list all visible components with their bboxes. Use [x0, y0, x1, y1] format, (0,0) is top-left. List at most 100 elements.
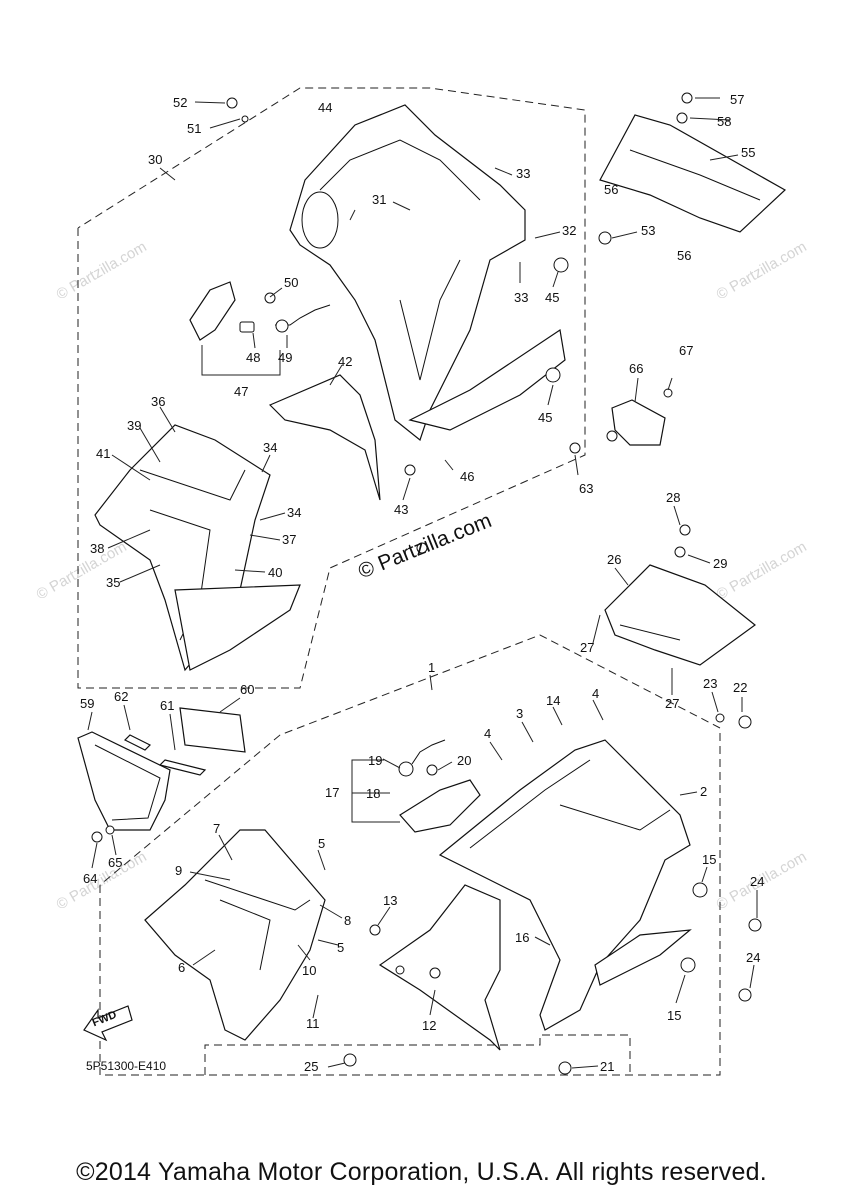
callout-41: 41: [96, 446, 110, 461]
callout-24: 24: [750, 874, 764, 889]
callout-13: 13: [383, 893, 397, 908]
callout-38: 38: [90, 541, 104, 556]
callout-27: 27: [665, 696, 679, 711]
assembly-boundaries: [77, 87, 721, 1076]
watermark-text: © Partzilla.com: [714, 238, 810, 303]
callout-8: 8: [344, 913, 351, 928]
callout-20: 20: [457, 753, 471, 768]
callout-23: 23: [703, 676, 717, 691]
callout-17: 17: [325, 785, 339, 800]
callout-1: 1: [428, 660, 435, 675]
callout-15: 15: [667, 1008, 681, 1023]
callout-65: 65: [108, 855, 122, 870]
bracket-part: [606, 399, 666, 446]
callout-labels: 1 2 3 4 4 5 5 6 7 8 9 10 11 12 13 14 15 …: [80, 92, 764, 1074]
callout-52: 52: [173, 95, 187, 110]
fwd-arrow-icon: [83, 1005, 133, 1042]
leader-lines: [87, 97, 758, 1069]
callout-55: 55: [741, 145, 755, 160]
fasteners: [91, 92, 762, 1075]
callout-51: 51: [187, 121, 201, 136]
bolt-boundary: [204, 1034, 631, 1075]
callout-7: 7: [213, 821, 220, 836]
callout-36: 36: [151, 394, 165, 409]
callout-45: 45: [545, 290, 559, 305]
watermark-text: © Partzilla.com: [54, 238, 150, 303]
top-cover-part: [599, 114, 787, 233]
headlight-assembly: [189, 281, 331, 341]
callout-33: 33: [514, 290, 528, 305]
callout-18: 18: [366, 786, 380, 801]
inner-side-panel-part: [378, 884, 501, 1051]
callout-42: 42: [338, 354, 352, 369]
lower-assembly-boundary: [99, 634, 721, 1076]
side-cowling-part: [438, 739, 692, 1031]
callout-14: 14: [546, 693, 560, 708]
lower-inner-panel-part: [144, 829, 326, 1041]
callout-44: 44: [318, 100, 332, 115]
callout-5: 5: [337, 940, 344, 955]
callout-57: 57: [730, 92, 744, 107]
callout-37: 37: [282, 532, 296, 547]
callout-5: 5: [318, 836, 325, 851]
callout-43: 43: [394, 502, 408, 517]
callout-24: 24: [746, 950, 760, 965]
callout-66: 66: [629, 361, 643, 376]
callout-53: 53: [641, 223, 655, 238]
watermark-text: © Partzilla.com: [714, 538, 810, 603]
watermark-text: © Partzilla.com: [34, 538, 130, 603]
callout-64: 64: [83, 871, 97, 886]
callout-34: 34: [263, 440, 277, 455]
callout-6: 6: [178, 960, 185, 975]
callout-30: 30: [148, 152, 162, 167]
callout-2: 2: [700, 784, 707, 799]
callout-31: 31: [372, 192, 386, 207]
callout-3: 3: [516, 706, 523, 721]
copyright-footer: ©2014 Yamaha Motor Corporation, U.S.A. A…: [76, 1158, 767, 1186]
callout-48: 48: [246, 350, 260, 365]
callout-61: 61: [160, 698, 174, 713]
callout-67: 67: [679, 343, 693, 358]
callout-32: 32: [562, 223, 576, 238]
callout-50: 50: [284, 275, 298, 290]
callout-16: 16: [515, 930, 529, 945]
callout-56: 56: [677, 248, 691, 263]
upper-cowling-part: [289, 104, 566, 442]
callout-4: 4: [484, 726, 491, 741]
callout-46: 46: [460, 469, 474, 484]
callout-34: 34: [287, 505, 301, 520]
callout-35: 35: [106, 575, 120, 590]
diagram-code: 5P51300-E410: [86, 1059, 167, 1073]
lens-part: [398, 739, 481, 833]
callout-28: 28: [666, 490, 680, 505]
callout-26: 26: [607, 552, 621, 567]
callout-21: 21: [600, 1059, 614, 1074]
callout-27: 27: [580, 640, 594, 655]
upper-assembly-boundary: [77, 87, 586, 689]
callout-47: 47: [234, 384, 248, 399]
callout-56: 56: [604, 182, 618, 197]
callout-62: 62: [114, 689, 128, 704]
callout-63: 63: [579, 481, 593, 496]
callout-22: 22: [733, 680, 747, 695]
callout-58: 58: [717, 114, 731, 129]
callout-19: 19: [368, 753, 382, 768]
duct-part: [268, 374, 381, 501]
windshield-part: [604, 564, 756, 666]
callout-10: 10: [302, 963, 316, 978]
seal-sheets: [123, 707, 246, 776]
callout-11: 11: [306, 1016, 320, 1031]
callout-33: 33: [516, 166, 530, 181]
callout-39: 39: [127, 418, 141, 433]
callout-25: 25: [304, 1059, 318, 1074]
inner-panel-part: [94, 424, 301, 672]
callout-9: 9: [175, 863, 182, 878]
callout-60: 60: [240, 682, 254, 697]
callout-45: 45: [538, 410, 552, 425]
mirror-frame-part: [77, 731, 171, 831]
callout-29: 29: [713, 556, 727, 571]
callout-59: 59: [80, 696, 94, 711]
watermark-text: © Partzilla.com: [54, 848, 150, 913]
